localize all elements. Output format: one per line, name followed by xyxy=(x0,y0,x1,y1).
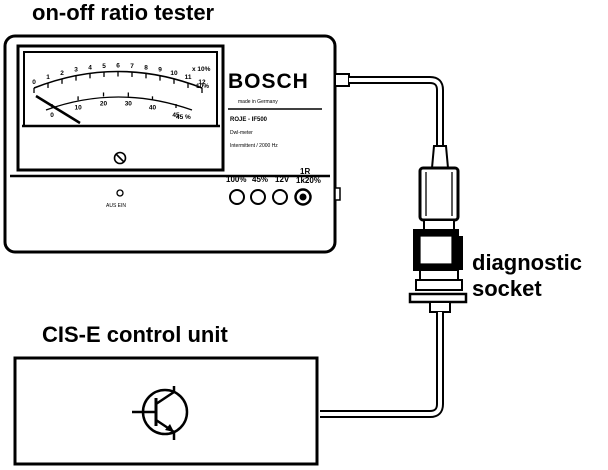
cable-outer-bottom xyxy=(320,312,444,418)
scale-bottom-label: 20 xyxy=(100,100,108,107)
zero-adjust-screw[interactable] xyxy=(113,151,127,165)
scale-bottom-unit: 45 % xyxy=(176,114,191,121)
scale-top-label: 11 xyxy=(185,74,192,81)
scale-top-label: 2 xyxy=(60,70,64,77)
scale-top-label: 1 xyxy=(46,74,50,81)
button-45-percent[interactable] xyxy=(250,189,266,205)
cable-outer-top xyxy=(349,76,444,150)
plug-collar xyxy=(423,219,455,231)
button-12v[interactable] xyxy=(272,189,288,205)
scale-top-right: 10% xyxy=(196,83,209,90)
button-100-percent[interactable] xyxy=(229,189,245,205)
socket-ring-2 xyxy=(415,279,463,291)
scale-top-label: 6 xyxy=(116,63,120,70)
button-label-45: 45% xyxy=(252,175,268,184)
socket-label-line2: socket xyxy=(472,276,542,301)
scale-bottom-label: 40 xyxy=(149,104,157,111)
tester-title: on-off ratio tester xyxy=(32,0,215,25)
made-in-text: made in Germany xyxy=(238,99,278,105)
side-knob[interactable] xyxy=(334,187,341,201)
brand-logo: BOSCH xyxy=(228,70,309,93)
switch-label: AUS EIN xyxy=(106,203,126,209)
control-unit-title: CIS-E control unit xyxy=(42,322,228,347)
scale-top-label: 5 xyxy=(102,63,106,70)
socket-ring-1 xyxy=(419,269,459,281)
cis-e-control-unit xyxy=(13,356,319,466)
button-label-100: 100% xyxy=(226,175,246,184)
plug-strain-relief xyxy=(430,145,450,169)
cable-inner-bottom xyxy=(320,312,442,416)
scale-top-unit: x 10% xyxy=(192,66,211,73)
scale-top-label: 0 xyxy=(32,79,36,86)
scale-bottom-label: 10 xyxy=(74,104,82,111)
button-label-1r: 1R xyxy=(300,167,310,176)
scale-top-label: 4 xyxy=(88,64,92,71)
meter-scale-arc-bottom xyxy=(45,96,193,111)
socket-label-line1: diagnostic xyxy=(472,250,582,275)
transistor-icon xyxy=(132,386,189,440)
meter-scale-bottom: 0 10 20 30 40 45 xyxy=(50,92,180,119)
scale-top-label: 10 xyxy=(170,70,178,77)
scale-top-label: 3 xyxy=(74,67,78,74)
cable-outlet xyxy=(334,73,350,87)
description-text-2: Intermittent / 2000 Hz xyxy=(230,143,278,149)
plug-connector-side xyxy=(456,236,463,270)
model-text: ROJE - IF500 xyxy=(230,117,268,123)
description-text-1: Dwl-meter xyxy=(230,130,253,136)
scale-bottom-label: 30 xyxy=(125,100,133,107)
scale-top-label: 8 xyxy=(144,64,148,71)
scale-top-label: 9 xyxy=(158,67,162,74)
scale-bottom-label: 45 xyxy=(172,112,180,119)
button-label-12v: 12V xyxy=(275,175,290,184)
scale-bottom-label: 0 xyxy=(50,112,54,119)
socket-flange xyxy=(408,292,468,304)
diagnostic-socket-plug xyxy=(408,145,468,313)
scale-top-label: 7 xyxy=(130,63,134,70)
socket-stem xyxy=(429,301,451,313)
button-label-1k20: 1k20% xyxy=(296,176,321,185)
scale-top-label: 12 xyxy=(198,79,206,86)
cable-inner-top xyxy=(349,78,442,150)
meter-needle xyxy=(35,94,81,125)
power-switch[interactable] xyxy=(116,189,124,197)
button-1r[interactable] xyxy=(294,188,312,206)
